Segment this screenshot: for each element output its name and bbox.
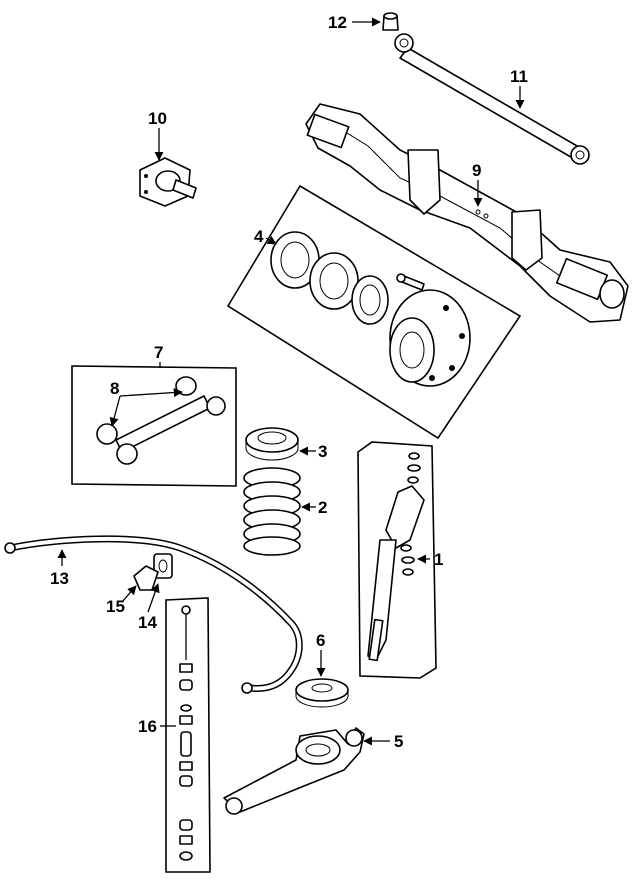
part-11-lateral-rod <box>394 33 590 165</box>
part-16-link-kit <box>165 597 211 873</box>
leader-lines <box>57 17 525 746</box>
part-13-stabilizer-bar <box>4 535 303 694</box>
callout-3: 3 <box>318 442 327 461</box>
callout-6: 6 <box>316 631 325 650</box>
callout-16: 16 <box>138 717 157 736</box>
part-9-axle-beam <box>305 103 629 323</box>
callout-13: 13 <box>50 569 69 588</box>
part-7-trailing-arm-kit <box>71 365 237 487</box>
callout-11: 11 <box>510 67 528 86</box>
callout-9: 9 <box>472 161 481 180</box>
part-3-spring-insulator <box>245 427 299 461</box>
part-12-bushing <box>382 12 399 31</box>
callout-7: 7 <box>154 343 163 362</box>
callout-14: 14 <box>138 613 157 632</box>
callout-1: 1 <box>434 550 443 569</box>
callout-10: 10 <box>148 109 167 128</box>
part-4-hub-bearing-kit <box>226 184 522 440</box>
callout-labels: 12 11 10 9 4 7 8 3 2 1 13 15 14 6 16 5 <box>50 13 528 751</box>
callout-4: 4 <box>254 227 264 246</box>
part-5-lower-arm <box>223 727 365 815</box>
part-1-shock-absorber <box>357 441 437 679</box>
part-10-spindle <box>139 157 197 207</box>
callout-2: 2 <box>318 498 327 517</box>
callout-15: 15 <box>106 597 125 616</box>
callout-12: 12 <box>328 13 347 32</box>
callout-8: 8 <box>110 379 119 398</box>
part-2-coil-spring <box>243 467 301 556</box>
part-15-bar-clamp <box>133 565 159 591</box>
part-6-spring-seat <box>295 678 349 708</box>
callout-5: 5 <box>394 732 403 751</box>
